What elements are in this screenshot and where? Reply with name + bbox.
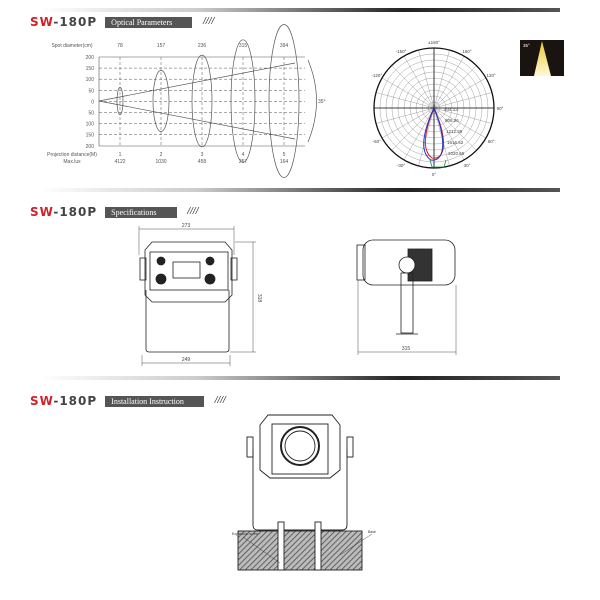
polar-spoke	[433, 107, 465, 161]
y-tick: 50	[88, 88, 94, 94]
spot-ellipse	[230, 39, 256, 163]
distance-label: Projection distance(M)	[47, 152, 97, 158]
polar-spoke	[433, 107, 487, 139]
polar-spoke	[391, 65, 435, 109]
polar-angle-label: 120°	[487, 73, 497, 78]
lux-value: 458	[198, 159, 207, 165]
polar-angle-label: 150°	[462, 49, 472, 54]
polar-spoke	[391, 107, 435, 151]
polar-angle-label: -60°	[373, 139, 382, 144]
polar-spoke	[403, 107, 435, 161]
polar-angle-label: -120°	[371, 73, 382, 78]
polar-spoke	[433, 55, 465, 109]
base-label: Base	[368, 530, 376, 534]
y-tick: 100	[86, 122, 95, 128]
spot-ellipse	[152, 70, 170, 132]
polar-spoke	[403, 55, 435, 109]
polar-spoke	[418, 49, 435, 109]
side-view-drawing	[356, 239, 457, 355]
y-tick: 150	[86, 66, 95, 72]
beam-angle-icon: 35°	[520, 40, 564, 76]
beam-angle-label: 35°	[318, 99, 326, 105]
polar-spoke	[433, 49, 450, 109]
spot-ellipse	[191, 54, 213, 148]
polar-angle-label: 90°	[497, 106, 504, 111]
expansion-screw-label: Expansion screw	[232, 532, 259, 536]
spot-diameter-value: 394	[280, 43, 289, 49]
series-green	[429, 159, 447, 168]
section-title: Optical Parameters	[105, 16, 214, 28]
polar-spoke	[381, 77, 435, 109]
polar-radial-label: 1616.52	[447, 140, 464, 145]
polar-angle-label: -30°	[397, 163, 406, 168]
spot-diameter-value: 157	[157, 43, 166, 49]
polar-angle-label: 60°	[488, 139, 495, 144]
series-blue	[423, 106, 444, 161]
dim-base-width: 249	[182, 357, 191, 363]
polar-spoke	[433, 77, 487, 109]
polar-radial-label: 404.13	[444, 107, 458, 112]
front-view-drawing	[138, 226, 256, 366]
polar-angle-label: ±180°	[428, 40, 440, 45]
distance-value: 4	[242, 152, 245, 158]
polar-spoke	[375, 107, 435, 124]
polar-spoke	[433, 107, 450, 167]
polar-spoke	[433, 92, 493, 109]
section-divider	[40, 8, 560, 12]
spot-diameter-value: 236	[198, 43, 207, 49]
section-title: Installation Instruction	[105, 395, 225, 407]
polar-angle-label: 30°	[464, 163, 471, 168]
spot-ellipse	[268, 24, 300, 178]
y-tick: 200	[86, 144, 95, 150]
y-tick: 150	[86, 133, 95, 139]
distance-value: 1	[119, 152, 122, 158]
polar-radial-label: 808.26	[445, 118, 459, 123]
polar-radial-label: 1212.39	[446, 129, 463, 134]
model-name: SW-180P	[30, 394, 98, 408]
section-header-install: SW-180P Installation Instruction	[30, 394, 225, 408]
polar-radial-label: 2020.65	[448, 151, 465, 156]
y-tick: 100	[86, 77, 95, 83]
dim-side-width: 315	[402, 346, 411, 352]
svg-text:35°: 35°	[523, 43, 530, 48]
lux-label: Max.lux	[63, 159, 81, 165]
polar-spoke	[418, 107, 435, 167]
spot-diameter-value: 78	[117, 43, 123, 49]
polar-angle-label: 0°	[432, 172, 437, 177]
model-name: SW-180P	[30, 15, 98, 29]
polar-spoke	[375, 92, 435, 109]
polar-distribution-chart: ±180° -150° 150° -120° 120° 90° -60° 60° -30° 30°…	[371, 40, 503, 177]
section-header-optical: SW-180P Optical Parameters	[30, 15, 214, 29]
series-red	[424, 106, 445, 159]
lux-value: 164	[280, 159, 289, 165]
polar-spoke	[381, 107, 435, 139]
polar-spoke	[433, 107, 477, 151]
polar-spoke	[433, 65, 477, 109]
dim-front-width: 273	[182, 223, 191, 229]
spot-ellipse	[116, 87, 124, 115]
installation-drawing	[237, 414, 373, 571]
section-divider	[40, 188, 560, 192]
lux-value: 1030	[155, 159, 166, 165]
distance-value: 2	[160, 152, 163, 158]
model-name: SW-180P	[30, 205, 98, 219]
y-tick: 200	[86, 55, 95, 61]
section-divider	[40, 376, 560, 380]
section-header-specs: SW-180P Specifications	[30, 205, 199, 219]
section-title: Specifications	[105, 206, 199, 218]
distance-value: 3	[201, 152, 204, 158]
spot-diameter-value: 315	[239, 43, 248, 49]
distance-value: 5	[283, 152, 286, 158]
dim-front-height: 318	[256, 294, 262, 303]
polar-spoke	[433, 107, 493, 124]
lux-value: 4122	[114, 159, 125, 165]
y-tick: 0	[91, 99, 94, 105]
y-tick: 50	[88, 111, 94, 117]
spot-label: Spot diameter(cm)	[51, 43, 92, 49]
polar-angle-label: -150°	[396, 49, 407, 54]
